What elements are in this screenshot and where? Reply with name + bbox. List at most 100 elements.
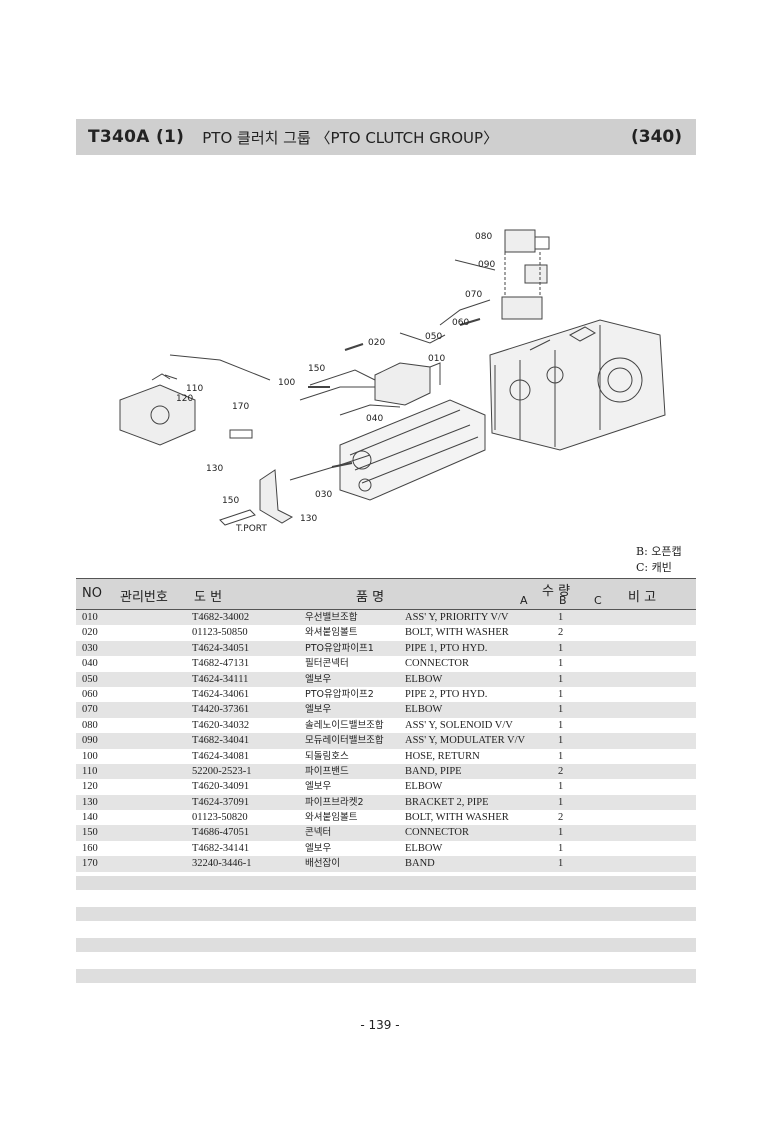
callout-050: 050 — [425, 332, 442, 342]
row-no: 170 — [82, 858, 98, 870]
row-korean-name: 배선잡이 — [305, 858, 340, 870]
row-english-name: BOLT, WITH WASHER — [405, 627, 509, 639]
row-part-number: T4420-37361 — [192, 704, 250, 716]
row-qty: 1 — [558, 642, 564, 654]
callout-070: 070 — [465, 290, 482, 300]
callout-080: 080 — [475, 232, 492, 242]
row-no: 160 — [82, 842, 98, 854]
callout-010: 010 — [428, 354, 445, 364]
row-korean-name: 되돌림호스 — [305, 750, 349, 762]
row-korean-name: 엘보우 — [305, 842, 332, 854]
row-no: 040 — [82, 658, 98, 670]
header-no: NO — [82, 586, 102, 601]
row-english-name: ELBOW — [405, 781, 443, 793]
row-part-number: T4624-34111 — [192, 673, 249, 685]
callout-130: 130 — [300, 514, 317, 524]
row-part-number: T4624-34081 — [192, 750, 250, 762]
row-no: 020 — [82, 627, 98, 639]
header-qty: 수 량 — [542, 584, 571, 599]
row-english-name: CONNECTOR — [405, 827, 469, 839]
row-qty: 1 — [558, 842, 564, 854]
row-no: 060 — [82, 688, 98, 700]
header-drawing: 도 번 — [194, 590, 223, 605]
row-no: 140 — [82, 812, 98, 824]
row-part-number: 32240-3446-1 — [192, 858, 252, 870]
legend: B: 오픈캡 C: 캐빈 — [636, 544, 682, 576]
row-part-number: T4624-37091 — [192, 796, 250, 808]
row-no: 110 — [82, 765, 98, 777]
row-part-number: T4620-34091 — [192, 781, 250, 793]
section-code: T340A (1) — [88, 127, 185, 147]
row-korean-name: 와셔붙임볼트 — [305, 812, 358, 824]
callout-160: 150 — [308, 364, 325, 374]
row-part-number: T4682-34002 — [192, 612, 250, 623]
blank-row — [76, 969, 696, 983]
row-qty: 1 — [558, 858, 564, 870]
row-part-number: T4620-34032 — [192, 719, 250, 731]
row-english-name: ELBOW — [405, 704, 443, 716]
row-english-name: BAND — [405, 858, 435, 870]
row-english-name: PIPE 1, PTO HYD. — [405, 642, 488, 654]
callout-090: 090 — [478, 260, 495, 270]
row-qty: 1 — [558, 796, 564, 808]
callout-030: 030 — [315, 490, 332, 500]
header-qty-c: C — [594, 594, 602, 607]
row-no: 030 — [82, 642, 98, 654]
row-korean-name: 솔레노이드밸브조합 — [305, 719, 384, 731]
exploded-parts-diagram: 080 090 070 060 050 020 010 150 100 110 … — [100, 215, 700, 545]
blank-row — [76, 876, 696, 890]
row-korean-name: 와셔붙임볼트 — [305, 627, 358, 639]
row-english-name: PIPE 2, PTO HYD. — [405, 688, 488, 700]
row-part-number: 52200-2523-1 — [192, 765, 252, 777]
row-korean-name: 모듀레이터밸브조합 — [305, 735, 384, 747]
row-english-name: ELBOW — [405, 673, 443, 685]
header-qty-a: A — [520, 594, 528, 607]
callout-100: 100 — [278, 378, 295, 388]
row-qty: 1 — [558, 827, 564, 839]
row-part-number: T4624-34061 — [192, 688, 250, 700]
row-qty: 1 — [558, 735, 564, 747]
callout-060: 060 — [452, 318, 469, 328]
row-english-name: BRACKET 2, PIPE — [405, 796, 489, 808]
row-english-name: ASS' Y, MODULATER V/V — [405, 735, 526, 747]
row-qty: 1 — [558, 658, 564, 670]
row-no: 100 — [82, 750, 98, 762]
row-korean-name: 우선밸브조합 — [305, 612, 358, 623]
section-page-ref: (340) — [630, 127, 682, 147]
row-korean-name: 필터콘넥터 — [305, 658, 349, 670]
row-part-number: 01123-50820 — [192, 812, 248, 824]
row-english-name: BAND, PIPE — [405, 765, 462, 777]
row-no: 130 — [82, 796, 98, 808]
table-row: 170 32240-3446-1 배선잡이 BAND 1 — [76, 856, 696, 872]
row-no: 150 — [82, 827, 98, 839]
row-no: 120 — [82, 781, 98, 793]
legend-c: C: 캐빈 — [636, 561, 672, 574]
row-english-name: ELBOW — [405, 842, 443, 854]
callout-170: 170 — [232, 402, 249, 412]
row-no: 050 — [82, 673, 98, 685]
header-qty-b: B — [559, 594, 567, 607]
row-korean-name: 파이프밴드 — [305, 765, 349, 777]
row-korean-name: PTO유압파이프2 — [305, 688, 374, 700]
row-qty: 2 — [558, 627, 564, 639]
row-no: 010 — [82, 612, 98, 623]
table-header: NO 관리번호 도 번 품 명 수 량 A B C 비 고 — [76, 578, 696, 610]
row-korean-name: 파이프브라켓2 — [305, 796, 364, 808]
callout-040: 040 — [366, 414, 383, 424]
row-qty: 2 — [558, 812, 564, 824]
header-remarks: 비 고 — [628, 590, 657, 605]
legend-b: B: 오픈캡 — [636, 545, 682, 558]
